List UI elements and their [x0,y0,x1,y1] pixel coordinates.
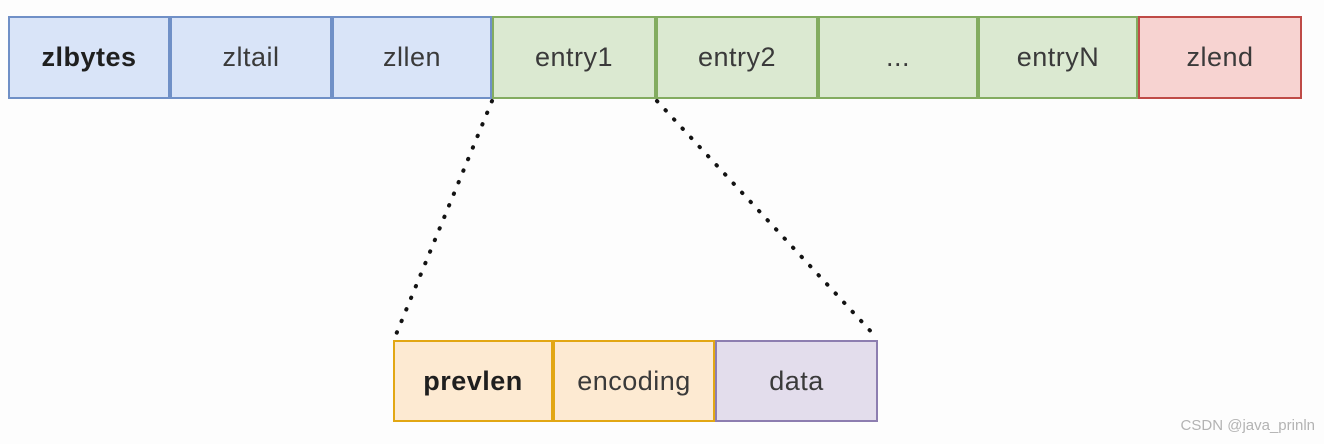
cell-prevlen: prevlen [393,340,553,422]
cell-encoding: encoding [553,340,715,422]
cell-entryN: entryN [978,16,1138,99]
csdn-watermark: CSDN @java_prinln [1180,417,1315,434]
ziplist-structure-row: zlbytes zltail zllen entry1 entry2 ... e… [8,16,1302,99]
cell-entry2: entry2 [656,16,818,99]
cell-entry1: entry1 [492,16,656,99]
cell-zlend: zlend [1138,16,1302,99]
connector-left-dotted-line [393,99,494,339]
cell-zllen: zllen [332,16,492,99]
cell-zltail: zltail [170,16,332,99]
cell-data: data [715,340,878,422]
cell-entry-ellipsis: ... [818,16,978,99]
cell-zlbytes: zlbytes [8,16,170,99]
entry-detail-row: prevlen encoding data [393,340,878,422]
connector-right-dotted-line [655,99,878,339]
